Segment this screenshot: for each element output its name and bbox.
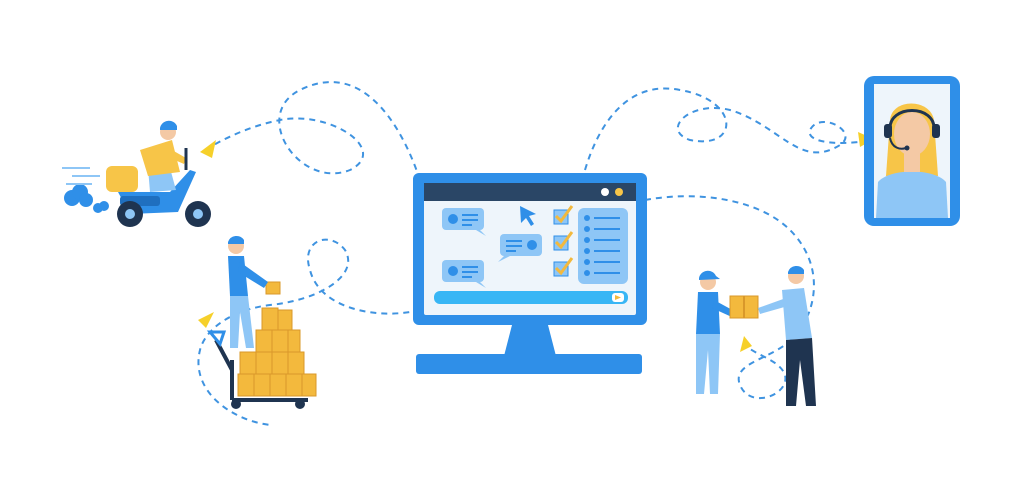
- speed-lines: [62, 167, 100, 185]
- courier-scooter-icon: [62, 120, 211, 227]
- route-monitor-to-handoff: [644, 195, 815, 400]
- arrow-to-courier: [200, 140, 216, 158]
- window-dot-yellow: [615, 188, 623, 196]
- chat-bubble-1: [442, 208, 486, 236]
- route-monitor-to-agent: [584, 87, 871, 171]
- route-arrows: [198, 132, 874, 352]
- window-dot-white: [601, 188, 609, 196]
- computer-monitor-icon: [413, 173, 647, 374]
- arrow-to-handoff: [740, 336, 752, 352]
- courier-pants: [696, 334, 720, 394]
- task-list-panel: [578, 208, 628, 284]
- courier-jacket: [140, 140, 180, 176]
- agent-shirt: [876, 171, 948, 218]
- route-monitor-to-courier: [204, 81, 421, 181]
- user-avatar-icon: [448, 266, 458, 276]
- monitor-base: [416, 354, 642, 374]
- speed-clouds: [64, 184, 109, 213]
- user-avatar-icon: [527, 240, 537, 250]
- message-input-bar: [434, 291, 628, 304]
- delivery-box: [106, 166, 138, 192]
- user-avatar-icon: [448, 214, 458, 224]
- cursor-arrow-icon: [520, 206, 536, 226]
- worker-pants: [230, 296, 254, 348]
- dashed-routes: [197, 81, 871, 426]
- warehouse-worker-icon: [206, 235, 317, 409]
- customer-pants: [786, 338, 816, 406]
- headset-icon: [888, 109, 936, 131]
- checkbox-column: [553, 205, 574, 277]
- support-agent-icon: [864, 76, 960, 226]
- package-handoff-icon: [696, 265, 816, 406]
- arrow-to-warehouse: [198, 312, 214, 328]
- package-stack: [237, 281, 317, 397]
- monitor-neck: [504, 325, 556, 356]
- hand-truck: [214, 339, 308, 402]
- courier-shirt: [696, 292, 720, 334]
- chat-bubble-3: [442, 260, 486, 288]
- route-monitor-to-warehouse: [197, 238, 421, 426]
- customer-shirt: [782, 288, 812, 340]
- agent-face: [894, 112, 930, 156]
- chat-bubble-2: [498, 234, 542, 262]
- send-icon: [615, 295, 621, 300]
- window-titlebar: [424, 183, 636, 201]
